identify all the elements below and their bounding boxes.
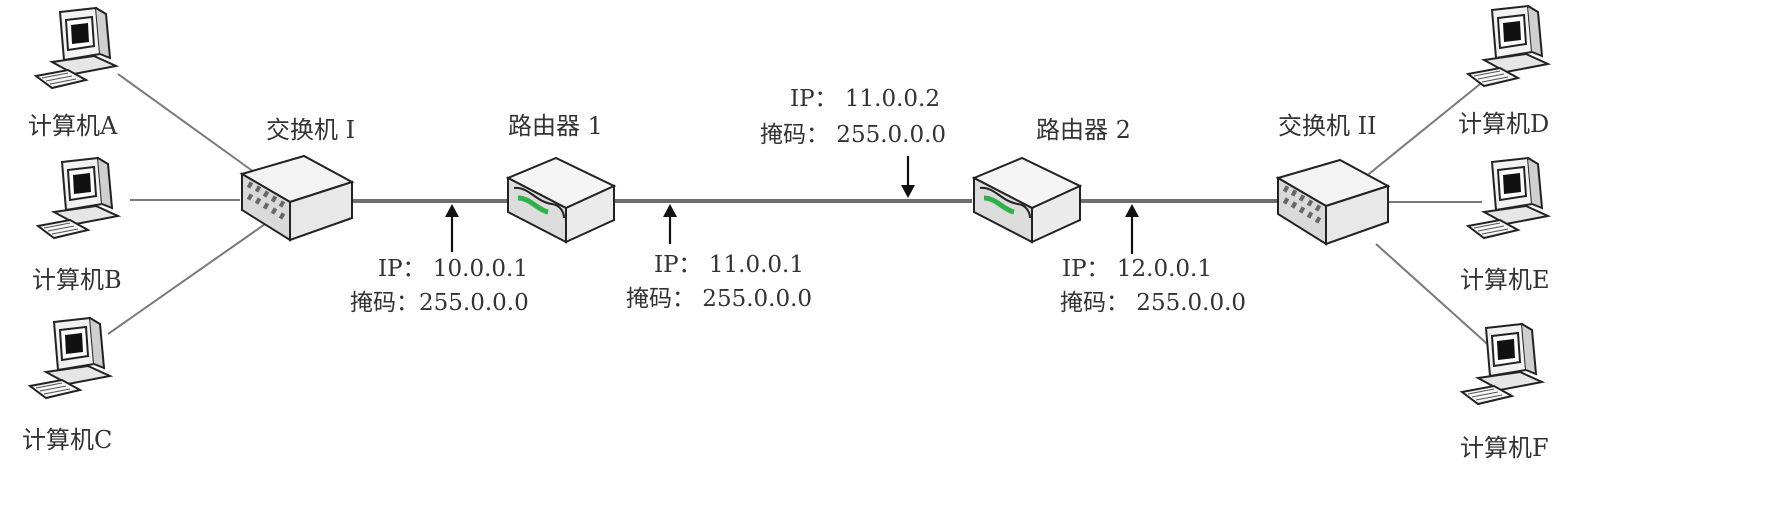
r1-left-mask: 掩码：255.0.0.0 [350,290,529,316]
r2-left-mask: 掩码： 255.0.0.0 [760,122,946,148]
label-computer-a: 计算机A [28,112,118,140]
r1-right-mask: 掩码： 255.0.0.0 [626,286,812,312]
switch-1 [241,155,353,241]
computer-f [1461,323,1543,405]
r2-right-mask: 掩码： 255.0.0.0 [1060,290,1246,316]
computer-c [29,317,111,399]
r2-right-ip: IP： 12.0.0.1 [1062,256,1212,282]
router-2 [974,158,1080,242]
r1-right-ip: IP： 11.0.0.1 [654,252,804,278]
label-computer-b: 计算机B [32,266,122,294]
arrow-r2-right [1125,204,1139,254]
label-router-1: 路由器 1 [508,112,603,140]
router-1 [508,158,614,242]
arrow-r1-left [445,204,459,252]
computer-b [37,157,119,239]
label-computer-e: 计算机E [1460,266,1550,294]
computer-e [1467,157,1549,239]
label-computer-c: 计算机C [22,426,112,454]
label-computer-f: 计算机F [1460,434,1549,462]
link-switch2-f [1375,243,1495,351]
label-switch-2: 交换机 II [1278,112,1377,140]
label-router-2: 路由器 2 [1036,116,1131,144]
r1-left-ip: IP： 10.0.0.1 [378,256,528,282]
r2-left-ip: IP： 11.0.0.2 [790,86,940,112]
link-switch2-d [1353,75,1491,187]
link-a-switch1 [117,73,255,173]
link-c-switch1 [107,221,269,335]
computer-a [35,7,117,89]
arrow-r1-right [663,204,677,244]
arrow-r2-left [901,156,915,198]
label-switch-1: 交换机 I [266,116,355,144]
computer-d [1467,5,1549,87]
label-computer-d: 计算机D [1458,110,1549,138]
